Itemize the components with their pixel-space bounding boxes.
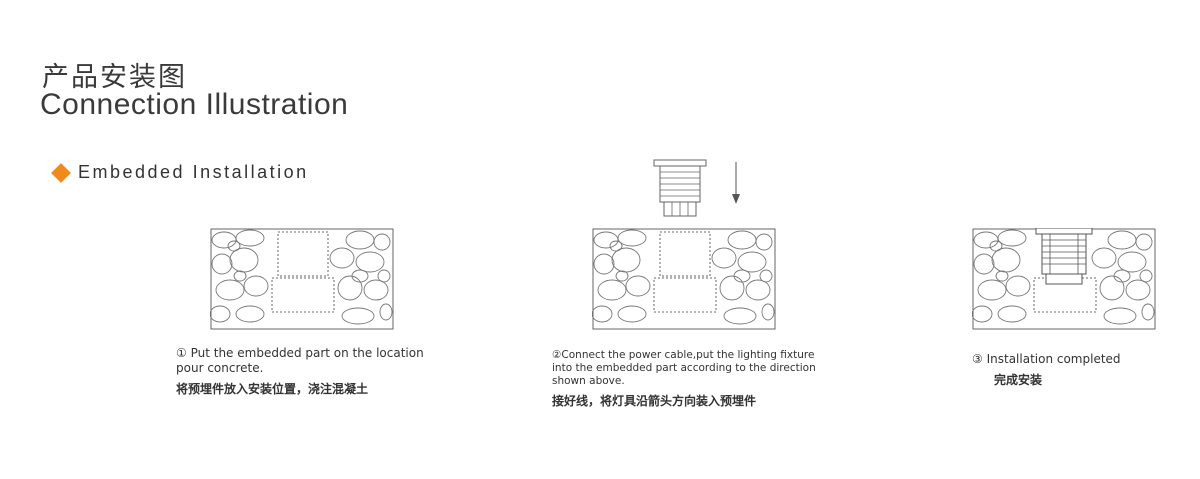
stone [379, 303, 393, 321]
stone [243, 275, 269, 297]
embedded-part-upper [277, 231, 329, 277]
stone [1099, 275, 1125, 301]
stone [615, 270, 629, 282]
stone [329, 247, 355, 269]
stone [617, 229, 647, 247]
stone [989, 240, 1003, 252]
diamond-bullet-icon [51, 162, 71, 183]
stone [592, 305, 613, 323]
stone [1125, 279, 1151, 301]
stone [745, 279, 771, 301]
stone [973, 253, 995, 275]
step-text-en: Connect the power cable,put the lighting… [552, 349, 816, 387]
step-text-en: Installation completed [986, 352, 1121, 366]
stone [235, 305, 265, 323]
stone [233, 270, 247, 282]
stone [373, 233, 391, 251]
section-heading: Embedded Installation [51, 162, 309, 183]
stone [210, 305, 231, 323]
stone [972, 305, 993, 323]
stone [377, 269, 391, 283]
embedded-part-lower [271, 277, 335, 313]
step-number: ③ [972, 352, 983, 366]
stone [625, 275, 651, 297]
stone [1135, 233, 1153, 251]
stone [337, 275, 363, 301]
step-2-fixture [652, 158, 752, 220]
fixture-cap [653, 159, 707, 167]
embedded-part-lower [653, 277, 717, 313]
stone [719, 275, 745, 301]
stone [1117, 251, 1147, 273]
stone [997, 305, 1027, 323]
stone [1103, 307, 1137, 325]
stone [1113, 269, 1131, 283]
stone [593, 253, 615, 275]
stone [1139, 269, 1153, 283]
stone [597, 279, 627, 301]
step-text-cn: 接好线，将灯具沿箭头方向装入预埋件 [552, 394, 757, 408]
stone [759, 269, 773, 283]
stone [1141, 303, 1155, 321]
stone [235, 229, 265, 247]
stone [211, 253, 233, 275]
stone [1005, 275, 1031, 297]
step-3-caption: ③ Installation completed 完成安装 [972, 352, 1182, 388]
step-2-illustration [592, 228, 776, 330]
stone [609, 240, 623, 252]
step-text-cn: 完成安装 [994, 373, 1043, 387]
section-label: Embedded Installation [78, 162, 309, 182]
step-3-illustration [972, 228, 1156, 330]
step-text-en: Put the embedded part on the location po… [176, 346, 424, 375]
stone [1091, 247, 1117, 269]
step-2-caption: ②Connect the power cable,put the lightin… [552, 349, 862, 409]
page-title-en: Connection Illustration [40, 88, 349, 121]
stone [761, 303, 775, 321]
embedded-part-upper [659, 231, 711, 277]
stone [227, 240, 241, 252]
stone [737, 251, 767, 273]
step-number: ① [176, 346, 187, 360]
stone [617, 305, 647, 323]
stone [755, 233, 773, 251]
stone [215, 279, 245, 301]
stone [341, 307, 375, 325]
stone [351, 269, 369, 283]
stone [711, 247, 737, 269]
step-1-caption: ① Put the embedded part on the location … [176, 346, 476, 397]
step-number: ② [552, 349, 562, 361]
stone [733, 269, 751, 283]
stone [723, 307, 757, 325]
page-title-cn: 产品安装图 [42, 62, 187, 93]
step-text-cn: 将预埋件放入安装位置，浇注混凝土 [176, 382, 369, 396]
stone [977, 279, 1007, 301]
installed-light-fixture [1035, 228, 1093, 285]
stone [995, 270, 1009, 282]
stone [997, 229, 1027, 247]
stone [363, 279, 389, 301]
stone [355, 251, 385, 273]
down-arrow-icon [732, 162, 740, 204]
step-1-illustration [210, 228, 394, 330]
